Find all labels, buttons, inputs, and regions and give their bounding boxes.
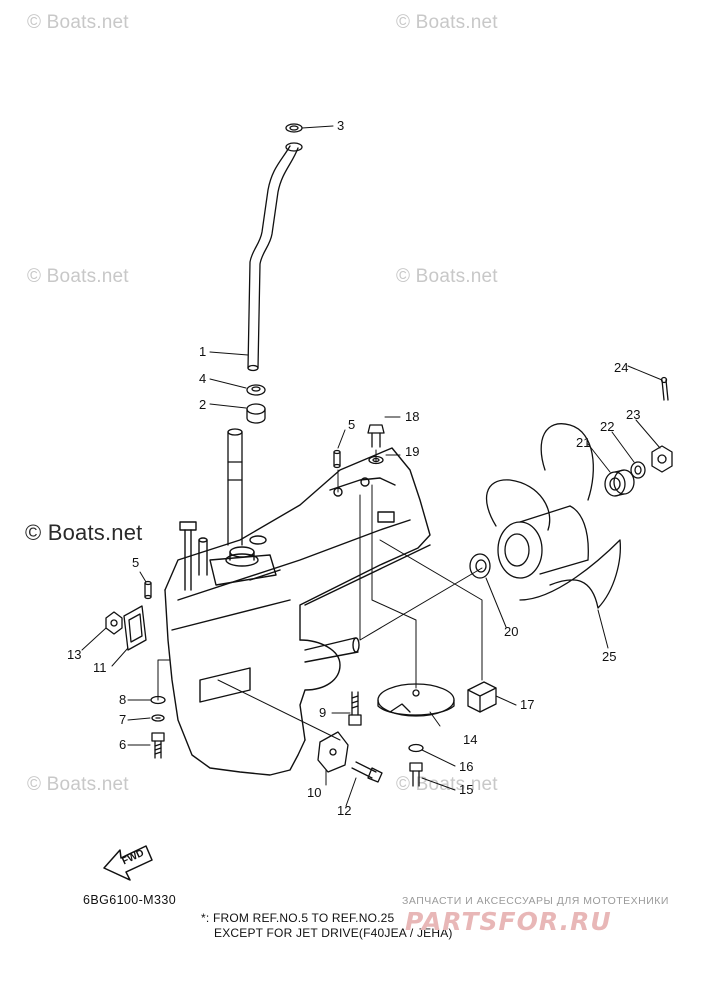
drive-shaft [227, 428, 243, 546]
callout-14: 14 [463, 732, 478, 747]
part-20-thrust-washer [469, 553, 491, 579]
part-12-screw [351, 761, 383, 783]
callout-5: 5 [348, 417, 356, 432]
footnote-line-1: *: FROM REF.NO.5 TO REF.NO.25 [201, 911, 395, 925]
part-24-cotter-pin [660, 376, 669, 401]
callout-17: 17 [520, 697, 535, 712]
part-9-bolt [348, 691, 362, 726]
part-23-nut [651, 445, 673, 473]
leader-lines [157, 449, 483, 741]
watermark: © Boats.net [396, 774, 498, 795]
callout-13: 13 [67, 647, 82, 662]
part-13-nut [105, 611, 123, 635]
part-7-washer [151, 714, 165, 722]
part-16-washer [408, 743, 424, 753]
callout-leaders [81, 125, 663, 807]
part-3-o-ring [285, 123, 303, 133]
fwd-arrow-icon [103, 845, 153, 881]
callout-22: 22 [600, 419, 615, 434]
part-17-anode [467, 681, 497, 713]
part-4-grommet [246, 384, 266, 396]
callout-24: 24 [614, 360, 629, 375]
part-2-grommet [246, 403, 266, 424]
callout-21: 21 [576, 435, 591, 450]
callout-20: 20 [504, 624, 519, 639]
footnote-line-2: EXCEPT FOR JET DRIVE(F40JEA / JEHA) [214, 926, 453, 940]
part-11-grommet [123, 605, 147, 651]
part-14-trim-tab [377, 683, 455, 717]
part-18-bolt [367, 424, 385, 448]
part-22-washer [630, 461, 646, 479]
watermark: © Boats.net [396, 12, 498, 33]
callout-8: 8 [119, 692, 127, 707]
watermark: © Boats.net [396, 266, 498, 287]
part-1-water-pipe [247, 142, 303, 372]
watermark: © Boats.net [27, 774, 129, 795]
callout-15: 15 [459, 782, 474, 797]
brand-tagline: ЗАПЧАСТИ И АКСЕССУАРЫ ДЛЯ МОТОТЕХНИКИ [402, 895, 669, 907]
watermark: © Boats.net [25, 520, 143, 545]
part-6-bolt [151, 732, 165, 759]
part-21-spacer [604, 469, 635, 497]
watermark: © Boats.net [27, 12, 129, 33]
callout-4: 4 [199, 371, 207, 386]
callout-16: 16 [459, 759, 474, 774]
part-5-pin [333, 449, 341, 469]
part-25-propeller [486, 423, 621, 609]
part-19-washer [368, 455, 384, 465]
part-10-anode [317, 731, 349, 773]
callout-3: 3 [337, 118, 345, 133]
callout-10: 10 [307, 785, 322, 800]
callout-12: 12 [337, 803, 352, 818]
callout-18: 18 [405, 409, 420, 424]
callout-25: 25 [602, 649, 617, 664]
callout-9: 9 [319, 705, 327, 720]
part-5-pin [144, 580, 152, 600]
brand-logo: PARTSFOR.RU [405, 907, 612, 936]
callout-6: 6 [119, 737, 127, 752]
callout-1: 1 [199, 344, 207, 359]
callout-11: 11 [93, 660, 107, 675]
part-8-washer [150, 695, 166, 705]
lower-case-housing [164, 447, 431, 776]
diagram-code: 6BG6100-M330 [83, 893, 177, 907]
watermark: © Boats.net [27, 266, 129, 287]
callout-2: 2 [199, 397, 207, 412]
callout-19: 19 [405, 444, 420, 459]
part-15-bolt [409, 762, 423, 787]
callout-5: 5 [132, 555, 140, 570]
callout-7: 7 [119, 712, 127, 727]
callout-23: 23 [626, 407, 641, 422]
